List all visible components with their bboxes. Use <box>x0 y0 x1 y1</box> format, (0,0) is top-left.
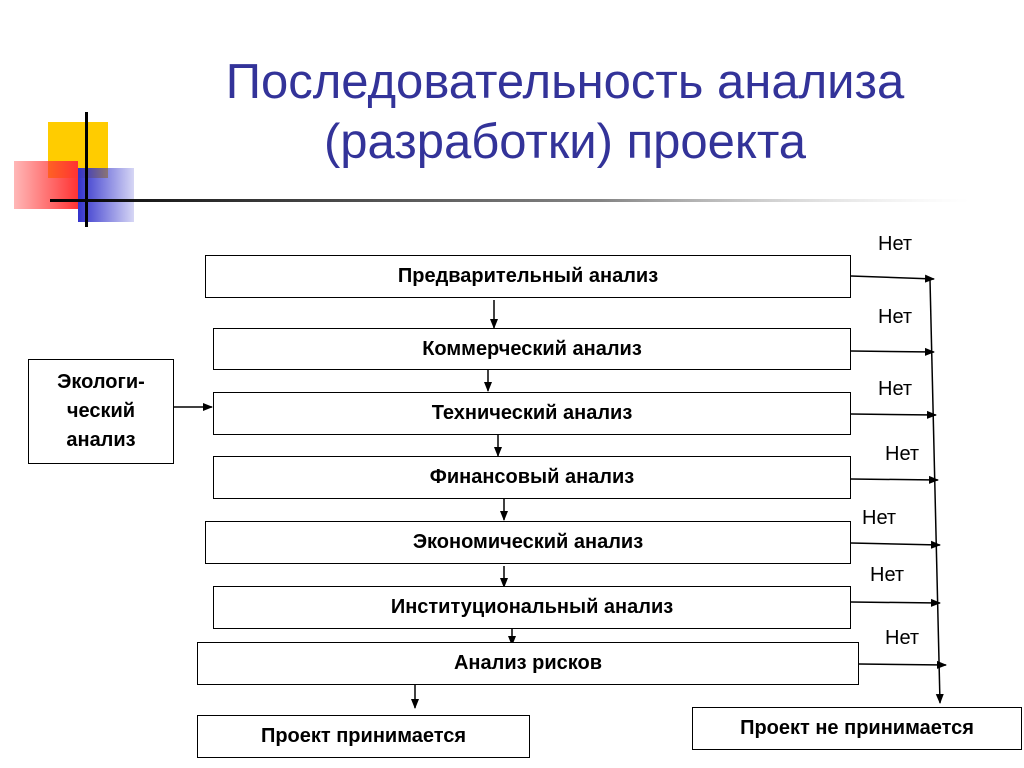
deco-horizontal-line <box>50 199 970 202</box>
title-line-2: (разработки) проекта <box>323 115 807 169</box>
no-label-7: Нет <box>885 627 920 649</box>
outcome-accepted: Проект принимается <box>197 715 530 758</box>
no-arrow-2 <box>850 347 935 356</box>
no-label-5: Нет <box>862 507 897 529</box>
step-commercial-analysis: Коммерческий анализ <box>213 328 851 370</box>
eco-line-2: ческий <box>66 400 136 422</box>
step-preliminary-analysis: Предварительный анализ <box>205 255 851 298</box>
step-risk-analysis: Анализ рисков <box>197 642 859 685</box>
title-line-1: Последовательность анализа <box>225 55 905 109</box>
no-arrow-7 <box>858 660 947 669</box>
step-financial-analysis: Финансовый анализ <box>213 456 851 499</box>
no-label-4: Нет <box>885 443 920 465</box>
no-arrow-5 <box>850 540 941 549</box>
eco-line-3: анализ <box>66 429 136 451</box>
no-arrow-4 <box>850 475 939 484</box>
ecological-analysis-box: Экологи- ческий анализ <box>28 359 174 464</box>
slide-title: Последовательность анализа (разработки) … <box>140 52 990 172</box>
reject-collector-arrow <box>929 279 944 704</box>
outcome-rejected: Проект не принимается <box>692 707 1022 750</box>
no-label-3: Нет <box>878 378 913 400</box>
no-label-6: Нет <box>870 564 905 586</box>
no-arrow-1 <box>850 274 935 283</box>
step-technical-analysis: Технический анализ <box>213 392 851 435</box>
step-economic-analysis: Экономический анализ <box>205 521 851 564</box>
no-arrow-3 <box>850 410 937 419</box>
deco-vertical-line <box>85 112 88 227</box>
no-arrow-6 <box>850 598 941 607</box>
eco-line-1: Экологи- <box>57 371 145 393</box>
no-label-2: Нет <box>878 306 913 328</box>
decorative-corner-graphic <box>14 112 970 227</box>
no-label-1: Нет <box>878 233 913 255</box>
step-institutional-analysis: Институциональный анализ <box>213 586 851 629</box>
